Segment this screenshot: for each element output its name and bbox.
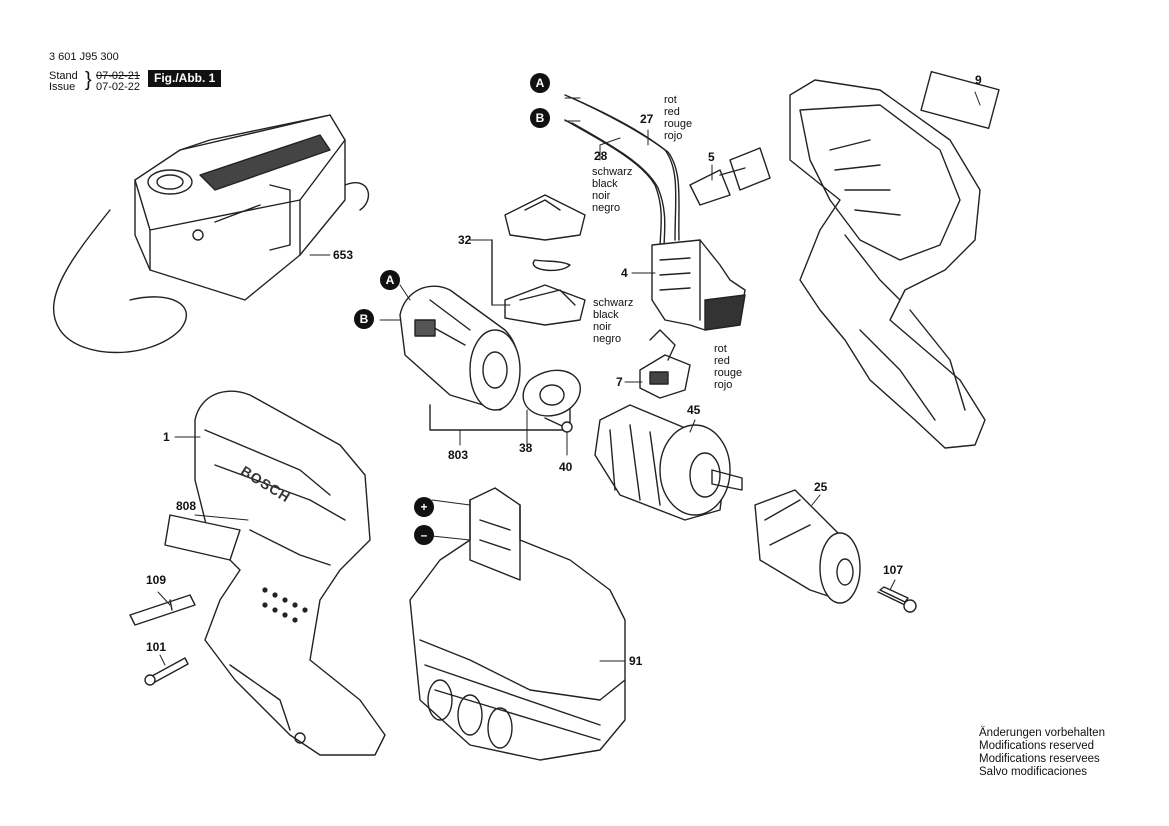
marker-b-top: B [530,108,550,128]
marker-plus: + [414,497,434,517]
marker-a-top: A [530,73,550,93]
date-new: 07-02-22 [96,81,141,93]
switch-drawing [651,239,746,331]
screw-101-drawing [144,657,189,686]
part-38: 38 [519,441,533,455]
housing-half-drawing [789,70,1000,449]
gearbox-drawing [594,404,743,521]
wire-red-de: rot [664,94,677,106]
part-9: 9 [975,73,982,87]
wire-black-en: black [593,309,619,321]
notice-en: Modifications reserved [979,740,1095,752]
wire-red-fr: rouge [664,118,693,130]
marker-b-motor: B [354,309,374,329]
screwdriver-bit-drawing [129,594,196,626]
direction-slide-drawing [689,147,771,206]
brace: } [85,69,92,91]
chuck-screw-drawing [877,586,917,613]
issue-label: Issue [49,81,76,93]
part-28: 28 [594,149,608,163]
part-109: 109 [146,573,167,587]
wire-black-fr: noir [593,321,612,333]
wire-black-label-top: schwarz black noir negro [592,166,632,214]
part-107: 107 [883,563,904,577]
chuck-drawing [754,489,861,604]
wires-drawing [564,94,680,251]
motor-drawing [399,285,571,431]
part-4: 4 [621,266,628,280]
notice-de: Änderungen vorbehalten [979,727,1105,739]
wire-red-en: red [714,355,730,367]
wire-red-label-top: rot red rouge rojo [664,94,692,142]
wire-red-label-switch: rot red rouge rojo [714,343,742,391]
doc-number: 3 601 J95 300 [49,51,119,63]
wire-black-fr: noir [592,190,611,202]
part-808: 808 [176,499,197,513]
wire-red-de: rot [714,343,727,355]
wire-black-label-switch: schwarz black noir negro [593,297,633,345]
switch-terminal-drawing [639,329,691,399]
part-27: 27 [640,112,654,126]
wire-black-en: black [592,178,618,190]
date-old: 07-02-21 [96,70,141,82]
battery-pack-drawing [409,487,626,761]
wire-red-fr: rouge [714,367,743,379]
figure-label: Fig./Abb. 1 [148,70,222,87]
clip-plates-drawing [491,194,586,326]
part-803: 803 [448,448,469,462]
marker-minus: – [414,525,434,545]
wire-black-es: negro [592,202,621,214]
wire-black-de: schwarz [593,297,634,309]
modifications-notice: Änderungen vorbehalten Modifications res… [979,727,1105,779]
wire-black-de: schwarz [592,166,633,178]
wire-black-es: negro [593,333,622,345]
label-808-drawing [164,514,241,561]
part-45: 45 [687,403,701,417]
leader-lines [157,91,981,666]
part-32: 32 [458,233,472,247]
drill-housing-drawing [194,390,386,756]
part-1: 1 [163,430,170,444]
part-91: 91 [629,654,643,668]
part-40: 40 [559,460,573,474]
wire-red-es: rojo [664,130,683,142]
gasket-screw-drawing [522,369,581,433]
stand-label: Stand [49,70,78,82]
part-7: 7 [616,375,623,389]
part-101: 101 [146,640,167,654]
wire-red-es: rojo [714,379,733,391]
part-653: 653 [333,248,354,262]
marker-a-motor: A [380,270,400,290]
notice-es: Salvo modificaciones [979,766,1088,778]
wire-red-en: red [664,106,680,118]
notice-fr: Modifications reservees [979,753,1100,765]
part-5: 5 [708,150,715,164]
part-25: 25 [814,480,828,494]
charger-drawing [52,114,370,354]
